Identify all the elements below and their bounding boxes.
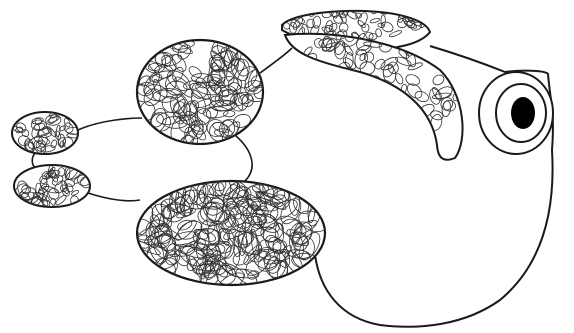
textured-bud-top bbox=[11, 110, 82, 155]
textured-sac-lower bbox=[127, 172, 329, 296]
pupil bbox=[511, 97, 535, 129]
textured-bud-bottom bbox=[13, 161, 93, 209]
textured-sac-upper bbox=[129, 34, 272, 149]
eye-icon bbox=[479, 72, 553, 154]
